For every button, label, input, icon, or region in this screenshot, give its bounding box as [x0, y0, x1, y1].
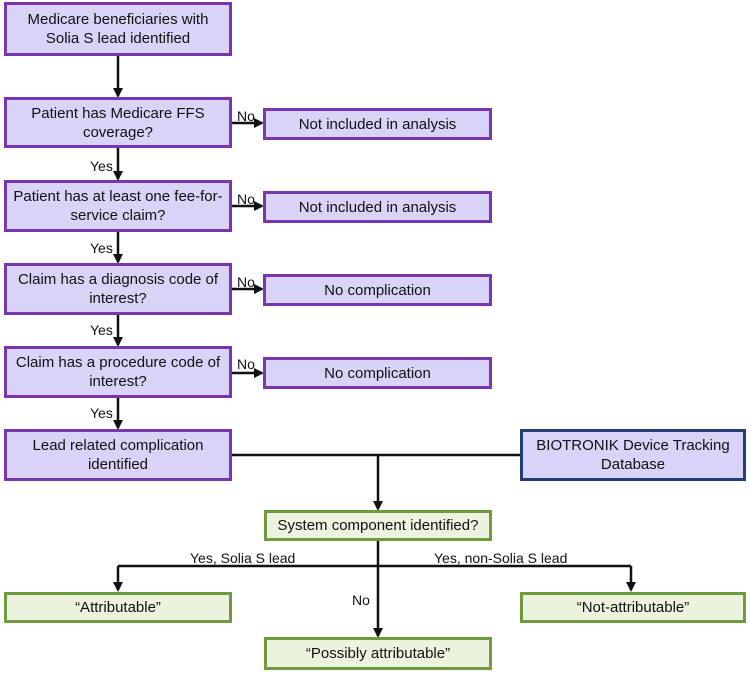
label-yes-procedure: Yes — [90, 405, 113, 421]
label-yes-solia-s-lead: Yes, Solia S lead — [190, 550, 296, 566]
label-yes-diagnosis: Yes — [90, 322, 113, 338]
node-not-included-1: Not included in analysis — [263, 108, 492, 140]
node-question-ffs-coverage: Patient has Medicare FFS coverage? — [4, 97, 232, 148]
node-question-system-component: System component identified? — [264, 510, 492, 541]
node-question-diagnosis-code: Claim has a diagnosis code of interest? — [4, 263, 232, 315]
label-no-claim: No — [237, 191, 255, 207]
label-no-component: No — [352, 592, 370, 608]
label-no-procedure: No — [237, 356, 255, 372]
node-start: Medicare beneficiaries with Solia S lead… — [4, 2, 232, 56]
node-no-complication-1: No complication — [263, 274, 492, 306]
node-tracking-database: BIOTRONIK Device Tracking Database — [520, 429, 746, 481]
label-no-ffs: No — [237, 108, 255, 124]
node-lead-complication: Lead related complication identified — [4, 429, 232, 481]
node-question-procedure-code: Claim has a procedure code of interest? — [4, 346, 232, 398]
label-no-diagnosis: No — [237, 274, 255, 290]
node-possibly-attributable: “Possibly attributable” — [264, 637, 492, 670]
node-attributable: “Attributable” — [4, 592, 232, 623]
label-yes-claim: Yes — [90, 240, 113, 256]
label-yes-ffs: Yes — [90, 158, 113, 174]
node-not-included-2: Not included in analysis — [263, 191, 492, 223]
node-question-ffs-claim: Patient has at least one fee-for-service… — [4, 180, 232, 232]
node-no-complication-2: No complication — [263, 357, 492, 389]
node-not-attributable: “Not-attributable” — [520, 592, 746, 623]
label-yes-non-solia-s-lead: Yes, non-Solia S lead — [434, 550, 568, 566]
